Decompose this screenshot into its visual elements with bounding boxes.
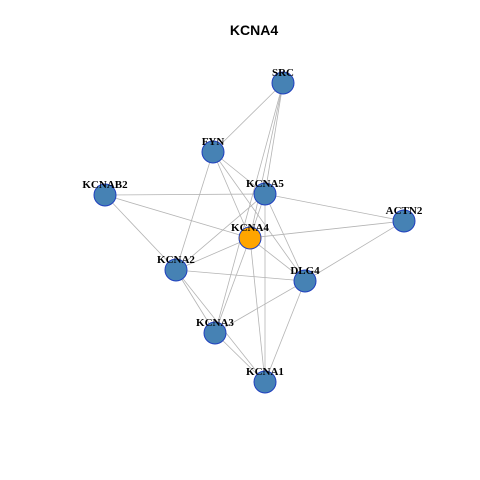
node-label-dlg4: DLG4 — [290, 265, 320, 277]
node-label-fyn: FYN — [202, 136, 225, 148]
node-label-kcna4: KCNA4 — [231, 222, 269, 234]
node-label-src: SRC — [272, 67, 294, 79]
node-label-kcna3: KCNA3 — [196, 317, 234, 329]
edge-actn2-kcna4 — [249, 220, 405, 239]
edge-kcna4-kcna3 — [214, 237, 251, 334]
labels-layer: SRC FYN KCNAB2 KCNA5ACTN2KCNA4KCNA2DLG4KCNA… — [82, 67, 422, 378]
edge-kcna2-dlg4 — [175, 269, 306, 282]
node-label-kcna2: KCNA2 — [157, 254, 195, 266]
node-label-kcna5: KCNA5 — [246, 178, 284, 190]
edge-kcna5-dlg4 — [264, 193, 306, 282]
edge-kcna4-kcna1 — [249, 237, 266, 383]
edge-kcnab2-kcna4 — [104, 194, 251, 239]
node-label-actn2: ACTN2 — [386, 205, 423, 217]
node-fyn[interactable] — [201, 140, 225, 164]
edge-kcna3-kcna1 — [214, 332, 266, 383]
edge-kcna5-actn2 — [264, 193, 405, 222]
node-src[interactable] — [271, 71, 295, 95]
node-kcna4[interactable] — [238, 226, 262, 250]
node-kcna2[interactable] — [164, 258, 188, 282]
edge-src-fyn — [212, 82, 284, 153]
node-kcna1[interactable] — [253, 370, 277, 394]
edge-actn2-dlg4 — [304, 220, 405, 282]
node-actn2[interactable] — [392, 209, 416, 233]
edge-src-kcna4 — [249, 82, 284, 239]
edge-kcnab2-kcna5 — [104, 193, 266, 196]
node-kcna5[interactable] — [253, 182, 277, 206]
edge-dlg4-kcna1 — [264, 280, 306, 383]
nodes-layer — [93, 71, 416, 394]
edge-kcna4-kcna2 — [175, 237, 251, 271]
diagram-title: KCNA4 — [230, 22, 278, 38]
node-label-kcnab2: KCNAB2 — [82, 179, 128, 191]
node-label-kcna1: KCNA1 — [246, 366, 284, 378]
node-dlg4[interactable] — [293, 269, 317, 293]
edge-fyn-dlg4 — [212, 151, 306, 282]
edge-kcna5-kcna2 — [175, 193, 266, 271]
edge-kcna4-dlg4 — [249, 237, 306, 282]
edge-fyn-kcna2 — [175, 151, 214, 271]
node-kcnab2[interactable] — [93, 183, 117, 207]
edge-dlg4-kcna3 — [214, 280, 306, 334]
edge-fyn-kcna4 — [212, 151, 251, 239]
edge-kcna2-kcna3 — [175, 269, 216, 334]
edge-kcnab2-kcna2 — [104, 194, 177, 271]
edge-src-kcna5 — [264, 82, 284, 195]
node-kcna3[interactable] — [203, 321, 227, 345]
